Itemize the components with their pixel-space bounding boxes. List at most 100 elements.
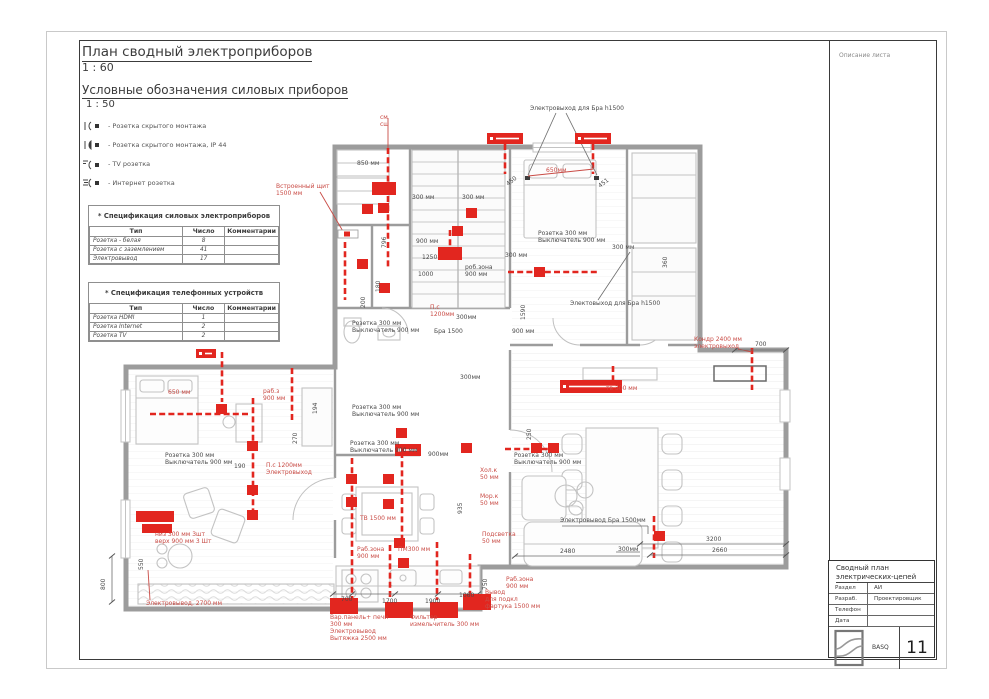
spec-cell: 8 — [182, 236, 226, 246]
page-scale: 1 : 60 — [82, 61, 114, 74]
built-in-panel-mark — [344, 231, 350, 237]
legend: - Розетка скрытого монтажа - Розетка скр… — [82, 120, 227, 189]
spec-col-header: Комментарии — [224, 303, 279, 314]
power-outlet-symbol — [383, 499, 394, 509]
power-outlet-symbol — [346, 497, 357, 507]
power-outlet-symbol — [461, 443, 472, 453]
tb-row-value: АИ — [867, 582, 934, 594]
tag-dot — [199, 352, 202, 355]
dimension-tick — [782, 552, 790, 558]
power-outlet-symbol — [247, 485, 258, 495]
power-outlet-group-symbol — [372, 182, 396, 195]
red-leader-line — [147, 569, 151, 601]
sheet-description-label: Описание листа — [839, 52, 891, 59]
power-outlet-symbol — [346, 474, 357, 484]
dimension-tick — [636, 541, 644, 547]
legend-item-label: - Интернет розетка — [108, 179, 175, 187]
electrical-symbols-layer — [108, 112, 790, 618]
power-outlet-symbol — [398, 558, 409, 568]
appliance-outlet-pad — [385, 602, 413, 618]
dimension-tick — [646, 552, 654, 558]
power-outlet-symbol — [531, 443, 542, 453]
tb-row-value — [867, 615, 934, 627]
spec-cell — [224, 331, 279, 341]
legend-item-label: - Розетка скрытого монтажа, IP 44 — [108, 141, 227, 149]
spec-cell: 17 — [182, 254, 226, 264]
power-outlet-symbol — [378, 203, 389, 213]
spec-cell: 1 — [181, 313, 226, 323]
brand-label: BASQ — [872, 644, 889, 651]
tb-row-value: Проектировщик — [867, 593, 934, 605]
power-outlet-group-symbol — [142, 524, 172, 533]
spec-cell — [224, 313, 279, 323]
socket-ip44-icon — [84, 140, 99, 150]
dimension-tick — [391, 591, 399, 597]
spec-col-header: Комментарии — [224, 226, 279, 237]
spec-cell — [224, 254, 279, 264]
outer-sheet-frame — [46, 31, 947, 669]
legend-scale: 1 : 50 — [86, 99, 115, 110]
dimension-tick — [511, 553, 519, 559]
power-outlet-symbol — [247, 510, 258, 520]
spec-cell: Розетка - белая — [88, 236, 184, 246]
appliance-outlet-pad — [330, 598, 358, 614]
spec-cell: Розетка Internet — [89, 322, 183, 332]
dimension-tick — [731, 347, 739, 353]
tag-dash — [205, 352, 212, 355]
sheet-number: 11 — [899, 626, 934, 669]
tag-dash — [496, 137, 519, 140]
spec-cell — [224, 322, 279, 332]
spec-table-power: * Спецификация силовых электроприборов Т… — [88, 205, 280, 265]
power-outlet-symbol — [534, 267, 545, 277]
dimension-line — [527, 112, 557, 176]
spec-col-header: Число — [181, 303, 226, 314]
power-outlet-symbol — [654, 531, 665, 541]
title-block-title: Сводный план электрических-цепей — [829, 561, 934, 583]
spec-cell: 2 — [181, 322, 226, 332]
power-outlet-symbol — [466, 208, 477, 218]
legend-item-label: - Розетка скрытого монтажа — [108, 122, 207, 130]
spec-cell: 2 — [181, 331, 226, 341]
spec-col-header: Тип — [88, 226, 184, 237]
spec-table-phone: * Спецификация телефонных устройств Тип … — [88, 282, 280, 342]
tag-dash — [584, 137, 607, 140]
tag-dot — [490, 137, 493, 140]
power-outlet-symbol — [452, 226, 463, 236]
tag-dot — [563, 385, 566, 388]
dimension-tick — [108, 599, 116, 605]
tb-row-label: Раздел — [829, 582, 868, 594]
red-leader-line — [737, 348, 753, 353]
spec-col-header: Тип — [89, 303, 183, 314]
tag-dot — [398, 448, 401, 452]
dimension-tick — [434, 591, 442, 597]
power-outlet-group-symbol — [136, 511, 174, 522]
right-column-divider — [829, 40, 830, 658]
tb-row-label: Разраб. — [829, 593, 868, 605]
internet-socket-icon — [83, 178, 99, 188]
ac-unit — [713, 365, 767, 382]
red-leader-line — [527, 168, 595, 177]
power-outlet-symbol — [247, 441, 258, 451]
spec-cell: 41 — [182, 245, 226, 255]
tb-row-label: Дата — [829, 615, 868, 627]
power-outlet-symbol — [383, 474, 394, 484]
power-outlet-symbol — [362, 204, 373, 214]
legend-title: Условные обозначения силовых приборов — [82, 83, 349, 99]
legend-item: - TV розетка — [82, 158, 227, 170]
power-outlet-symbol — [379, 283, 390, 293]
power-outlet-symbol — [548, 443, 559, 453]
tb-row-value — [867, 604, 934, 616]
page-title: План сводный электроприборов — [82, 44, 313, 62]
title-block-line1: Сводный план — [836, 564, 889, 572]
dimension-tick — [108, 553, 116, 559]
spec-cell — [224, 236, 279, 246]
tag-dot — [578, 137, 581, 140]
tb-row-label: Телефон — [829, 604, 868, 616]
dimension-tick — [329, 591, 337, 597]
power-outlet-group-symbol — [438, 247, 462, 260]
